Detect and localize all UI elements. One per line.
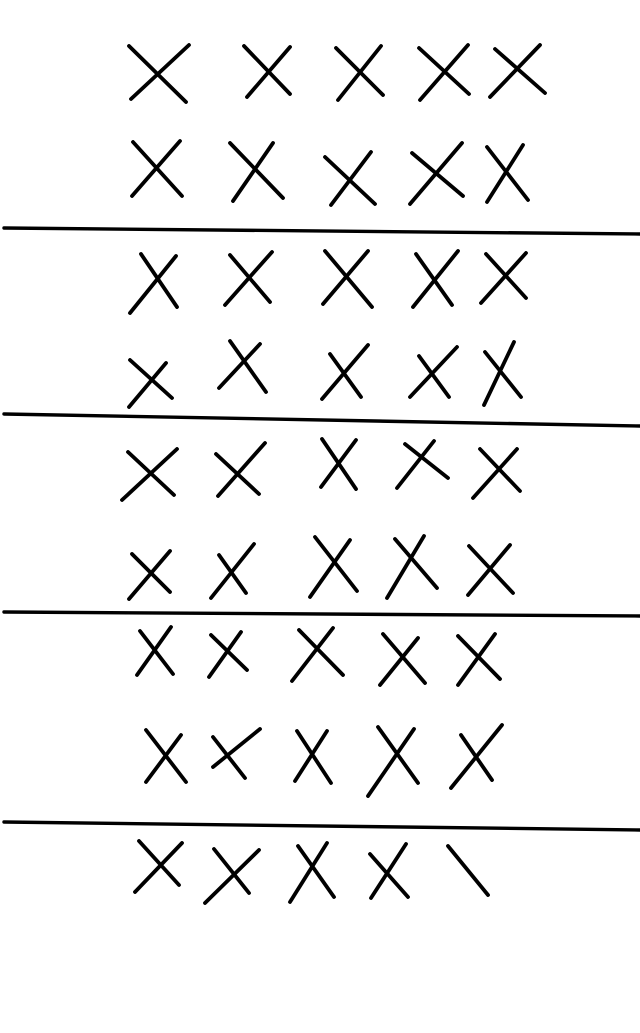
cross-mark <box>242 44 292 99</box>
cross-mark <box>128 252 179 315</box>
cross-mark <box>479 251 528 305</box>
tally-divider <box>2 820 640 832</box>
cross-mark <box>471 447 522 500</box>
cross-mark <box>290 626 345 683</box>
cross-mark <box>466 543 515 597</box>
cross-mark <box>368 842 410 900</box>
cross-mark <box>395 439 450 490</box>
tally-divider <box>2 610 640 618</box>
cross-mark <box>127 43 191 104</box>
cross-mark <box>334 44 385 102</box>
cross-mark <box>319 437 358 491</box>
cross-mark <box>378 632 427 687</box>
cross-mark <box>223 250 274 307</box>
cross-mark <box>127 549 172 601</box>
cross-mark <box>482 340 523 407</box>
tally-divider <box>2 226 640 236</box>
cross-mark <box>207 630 249 679</box>
cross-mark <box>127 358 174 409</box>
cross-mark <box>120 447 179 502</box>
cross-mark <box>456 632 502 687</box>
tally-group-3 <box>120 437 522 601</box>
cross-mark <box>293 729 333 785</box>
cross-mark <box>133 839 184 894</box>
cross-mark <box>449 723 504 790</box>
cross-mark <box>209 542 256 600</box>
cross-mark <box>144 728 188 784</box>
cross-mark <box>308 535 359 599</box>
tally-divider <box>2 412 640 428</box>
cross-mark <box>485 143 530 204</box>
cross-mark <box>214 441 267 498</box>
cross-mark <box>321 249 374 309</box>
cross-mark <box>366 725 420 798</box>
tally-group-2 <box>127 249 528 409</box>
cross-mark <box>203 847 261 905</box>
cross-mark <box>228 141 285 203</box>
cross-mark <box>408 141 465 206</box>
cross-mark <box>217 339 268 394</box>
cross-mark <box>323 150 377 207</box>
cross-mark <box>211 727 262 780</box>
cross-mark <box>385 534 439 600</box>
cross-mark <box>135 625 175 677</box>
cross-mark <box>417 43 471 102</box>
cross-mark <box>320 343 370 401</box>
tally-group-4 <box>135 625 504 798</box>
cross-mark <box>411 249 460 309</box>
cross-mark <box>130 139 184 198</box>
partial-stroke <box>446 844 490 897</box>
cross-mark <box>288 841 336 904</box>
tally-group-1 <box>127 43 547 207</box>
tally-group-5 <box>133 839 490 905</box>
cross-mark <box>408 345 459 399</box>
cross-mark <box>488 43 547 99</box>
